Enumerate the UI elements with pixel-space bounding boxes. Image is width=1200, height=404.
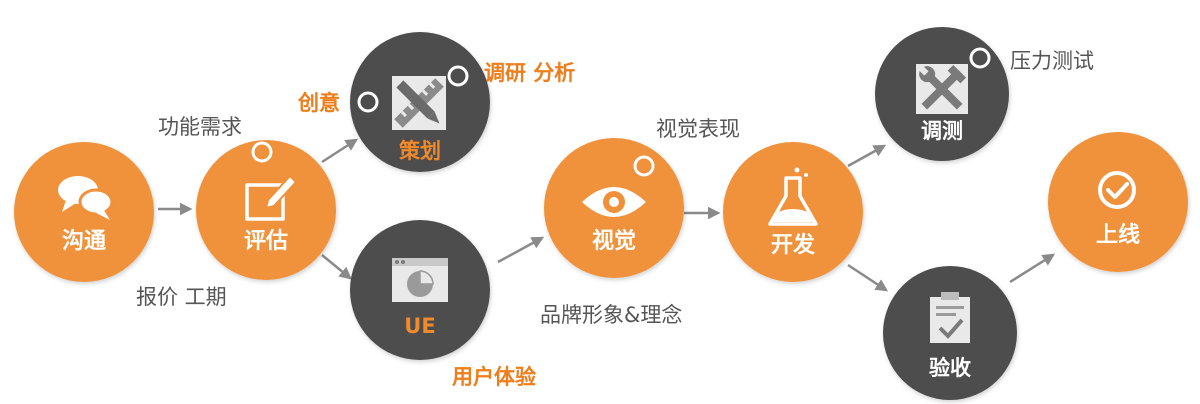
arrows: [158, 138, 1056, 292]
clipboard-check-icon: [930, 292, 970, 343]
window-chart-icon: [392, 258, 448, 302]
check-circle-icon: [1098, 171, 1136, 209]
arrow-pinggu-ue: [321, 254, 352, 280]
note-brand: 品牌形象&理念: [540, 303, 682, 327]
note-quote: 报价 工期: [136, 285, 227, 309]
note-stress: 压力测试: [1010, 49, 1094, 73]
node-shangxian-label: 上线: [1096, 222, 1140, 248]
note-research: 调研 分析: [484, 61, 575, 85]
node-yanshou-label: 验收: [929, 356, 971, 380]
node-goutong: [14, 142, 154, 282]
arrow-kaifa-yanshou: [847, 263, 889, 292]
arrow-kaifa-tiaoce: [847, 144, 887, 168]
node-kaifa-label: 开发: [771, 232, 816, 258]
tools-icon: [916, 64, 968, 114]
node-cehua-label: 策划: [399, 139, 441, 163]
eye-icon: [582, 187, 646, 217]
note-creativity: 创意: [297, 91, 340, 115]
badge-ring: [447, 65, 469, 87]
flask-icon: [768, 167, 818, 226]
note-ux: 用户体验: [452, 365, 536, 389]
badge-ring: [633, 155, 655, 177]
chat-bubbles-icon: [58, 176, 114, 220]
badge-ring: [969, 47, 991, 69]
node-ue-label: UE: [404, 314, 435, 338]
note-visual: 视觉表现: [656, 117, 740, 141]
node-shijue-label: 视觉: [592, 228, 636, 254]
note-requirements: 功能需求: [158, 115, 242, 139]
edit-icon: [245, 175, 297, 221]
node-pinggu: [196, 140, 336, 280]
node-tiaoce-label: 调测: [921, 119, 963, 143]
node-shangxian: [1048, 132, 1188, 272]
arrow-pinggu-cehua: [321, 138, 359, 164]
badge-ring: [251, 141, 273, 163]
badge-ring: [357, 91, 379, 113]
ruler-pencil-icon: [392, 76, 446, 130]
node-pinggu-label: 评估: [244, 229, 288, 254]
arrow-yanshou-shangxian: [1009, 253, 1056, 284]
arrow-ue-shijue: [497, 236, 545, 264]
node-goutong-label: 沟通: [62, 228, 106, 254]
